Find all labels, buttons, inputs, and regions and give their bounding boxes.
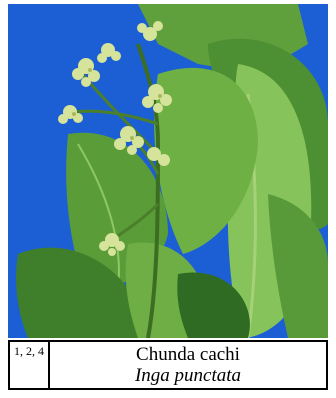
specimen-card: 1, 2, 4 Chunda cachi Inga punctata (4, 4, 332, 392)
plant-illustration (8, 4, 328, 338)
caption-box: 1, 2, 4 Chunda cachi Inga punctata (8, 340, 328, 390)
plant-names: Chunda cachi Inga punctata (50, 342, 326, 388)
reference-numbers: 1, 2, 4 (10, 342, 50, 388)
common-name: Chunda cachi (136, 344, 240, 365)
scientific-name: Inga punctata (134, 365, 242, 386)
plant-photo (8, 4, 328, 338)
